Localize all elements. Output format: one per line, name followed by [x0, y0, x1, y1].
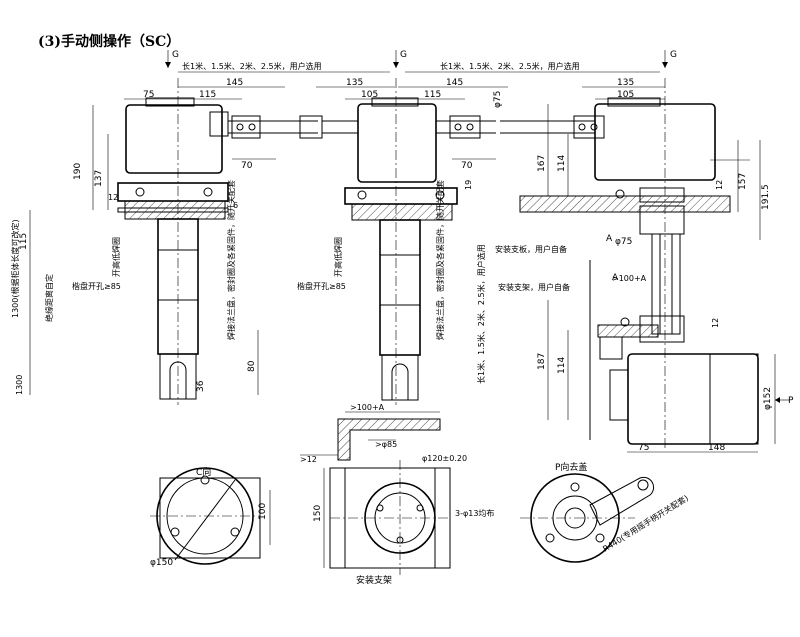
- note-cable-2: 1300(根据柜体长度可改定): [10, 219, 20, 318]
- dim-115b: 115: [424, 90, 441, 100]
- view-c-label: C向: [196, 466, 211, 478]
- middle-operator-unit: [322, 78, 496, 405]
- dim-150a: 150: [313, 505, 323, 522]
- note-seal-mid: 开高低焊圈: [333, 237, 343, 277]
- dim-100b-top: >100+A: [612, 274, 647, 283]
- note-cable-1: 绝缘距离自定: [44, 274, 54, 322]
- dim-1300: 1300: [15, 375, 24, 395]
- length-note-vertical: 长1米、1.5米、2米、2.5米，用户选用: [476, 244, 486, 384]
- dim-75b: 75: [638, 443, 649, 453]
- label-bracket: 安装支架: [356, 574, 392, 586]
- dim-12b: 12: [715, 180, 724, 190]
- drawing-title: (3)手动侧操作（SC）: [38, 33, 180, 50]
- dim-phi152: φ152: [763, 387, 773, 410]
- note-flange-left: 焊接法兰盘，密封圈及各紧固件，随开关配套: [226, 180, 236, 340]
- note-seal-left: 开高低焊圈: [111, 237, 121, 277]
- dim-12d: >12: [300, 455, 317, 464]
- note-flange-mid: 焊接法兰盘，密封圈及各紧固件，随开关配套: [435, 180, 445, 340]
- note-support-frame: 安装支架，用户自备: [498, 282, 570, 292]
- dim-13: 3-φ13均布: [455, 508, 494, 518]
- dim-19: 19: [464, 180, 473, 190]
- dim-105b: 105: [617, 90, 634, 100]
- length-note-right: 长1米、1.5米、2米、2.5米，用户选用: [440, 61, 580, 71]
- svg-text:P: P: [788, 396, 794, 406]
- dim-145b: 145: [446, 78, 463, 88]
- dim-12a: 12: [108, 193, 118, 202]
- dim-191-5: 191.5: [761, 184, 771, 210]
- view-c: [150, 467, 271, 565]
- bracket-plan: [323, 460, 451, 575]
- dim-190: 190: [73, 163, 83, 180]
- bracket-section: [300, 411, 441, 461]
- dim-70b: 70: [461, 161, 473, 171]
- dim-36: 36: [196, 380, 206, 392]
- right-operator-unit: [500, 78, 759, 450]
- dim-80: 80: [247, 360, 257, 372]
- view-p-label: P向去盖: [555, 461, 587, 473]
- g-marker-mid: G: [393, 50, 407, 68]
- dim-6: 6: [233, 201, 238, 210]
- dim-135b: 135: [617, 78, 634, 88]
- dim-114b: 114: [557, 357, 567, 374]
- svg-text:G: G: [172, 50, 179, 60]
- svg-text:G: G: [670, 50, 677, 60]
- dim-145a: 145: [226, 78, 243, 88]
- note-handle: R440(专用摇手柄开关配套): [601, 493, 690, 554]
- dim-phi120: φ120±0.20: [422, 454, 467, 463]
- dim-137: 137: [94, 170, 104, 187]
- dim-12c: 12: [711, 318, 720, 328]
- left-operator-unit: [117, 78, 323, 405]
- dim-187: 187: [537, 353, 547, 370]
- dim-70a: 70: [241, 161, 253, 171]
- dim-115a: 115: [199, 90, 216, 100]
- dim-75a: 75: [143, 90, 154, 100]
- dim-115v: 115: [19, 233, 29, 250]
- svg-text:G: G: [400, 50, 407, 60]
- dim-100a: >100+A: [350, 403, 385, 412]
- label-a1: A: [606, 234, 613, 244]
- g-marker-right: G: [662, 50, 677, 68]
- p-marker: P: [775, 396, 794, 406]
- dim-100: 100: [258, 503, 268, 520]
- length-note-left: 长1米、1.5米、2米、2.5米，用户选用: [182, 61, 322, 71]
- g-marker-left: G: [165, 50, 179, 68]
- dim-phi75a: φ75: [493, 91, 503, 108]
- dim-phi75b: φ75: [615, 237, 632, 247]
- dim-148: 148: [708, 443, 725, 453]
- dim-114a: 114: [557, 155, 567, 172]
- dim-167: 167: [537, 155, 547, 172]
- dim-phi85: >φ85: [375, 440, 397, 449]
- note-hole-mid: 楷盘开孔≥85: [297, 281, 346, 291]
- view-p: [520, 473, 655, 563]
- note-support-plate: 安装支板，用户自备: [495, 244, 567, 254]
- dim-phi150: φ150: [150, 558, 173, 568]
- dim-105a: 105: [361, 90, 378, 100]
- label-a2: A: [612, 273, 619, 283]
- dim-135a: 135: [346, 78, 363, 88]
- dim-157a: 157: [738, 173, 748, 190]
- note-hole-left: 楷盘开孔≥85: [72, 281, 121, 291]
